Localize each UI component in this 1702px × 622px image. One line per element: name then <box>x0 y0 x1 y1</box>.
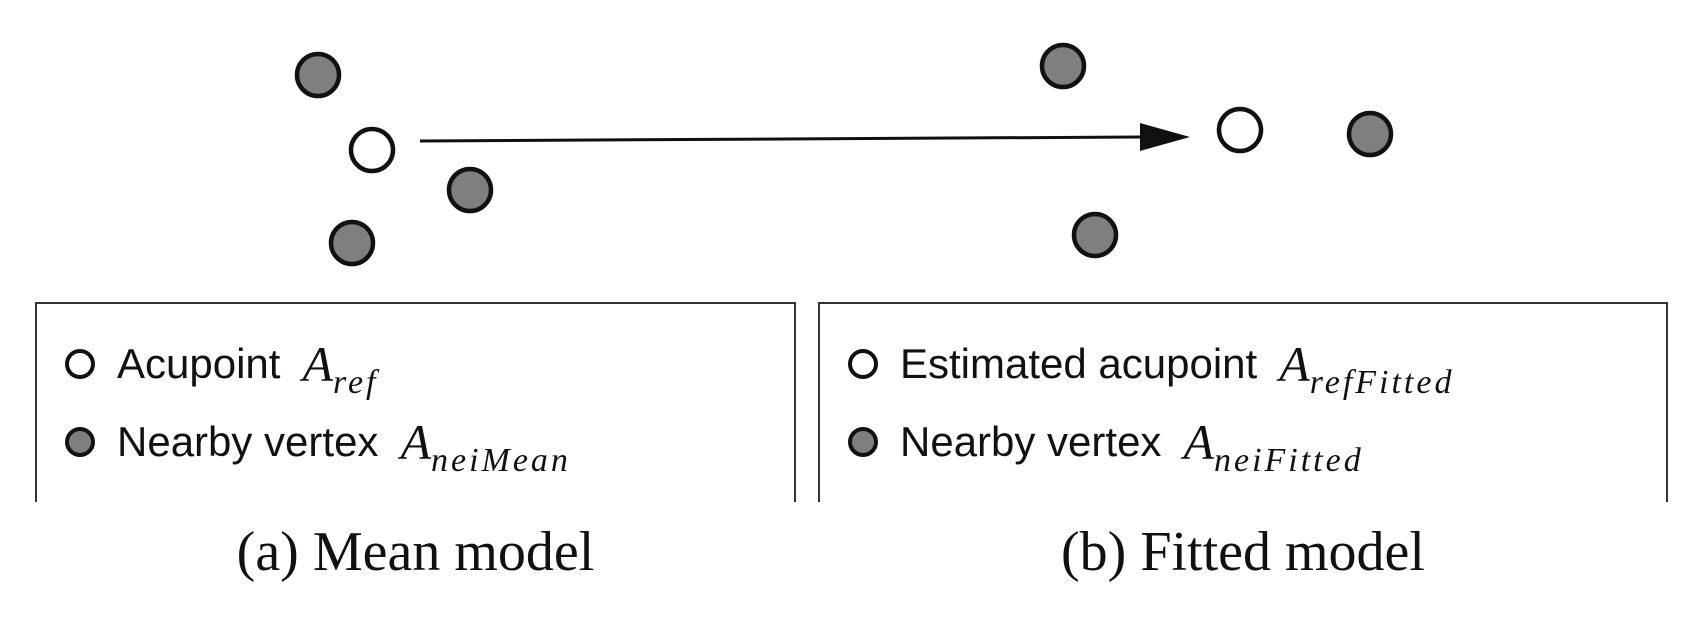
mean-nearby-vertex-2 <box>446 166 494 214</box>
fitted-nearby-vertex-1 <box>1039 42 1087 90</box>
legend-row-nearby-vertex: Nearby vertex AneiFitted <box>848 412 1364 478</box>
arrowhead <box>1140 123 1190 151</box>
math-subscript: neiMean <box>430 442 571 479</box>
math-base: A <box>400 414 431 470</box>
caption-fitted-model: (b) Fitted model <box>1061 521 1425 583</box>
math-base: A <box>302 336 333 392</box>
mean-nearby-vertex-1 <box>294 51 342 99</box>
legend-row-estimated-acupoint: Estimated acupoint ArefFitted <box>848 334 1454 400</box>
caption-mean-model: (a) Mean model <box>236 521 595 583</box>
mean-model-points <box>294 51 494 267</box>
math-subscript: ref <box>333 364 379 401</box>
math-base: A <box>1279 336 1310 392</box>
empty-circle-icon <box>65 349 95 379</box>
mean-nearby-vertex-3 <box>328 219 376 267</box>
empty-circle-icon <box>848 349 878 379</box>
legend-label: Nearby vertex <box>900 418 1162 465</box>
math-subscript: neiFitted <box>1213 442 1364 479</box>
legend-label: Acupoint <box>117 340 281 387</box>
legend-label: Estimated acupoint <box>900 340 1258 387</box>
legend-fitted-model: Estimated acupoint ArefFitted Nearby ver… <box>818 302 1668 502</box>
filled-circle-icon <box>65 427 95 457</box>
math-symbol: AneiFitted <box>1183 413 1363 478</box>
mapping-arrow <box>419 123 1190 151</box>
math-symbol: ArefFitted <box>1279 335 1454 400</box>
mean-acupoint <box>348 126 396 174</box>
fitted-model-points <box>1039 42 1394 259</box>
legend-mean-model: Acupoint Aref Nearby vertex AneiMean <box>35 302 796 502</box>
fitted-acupoint <box>1216 106 1264 154</box>
legend-row-acupoint: Acupoint Aref <box>65 334 379 400</box>
legend-row-nearby-vertex: Nearby vertex AneiMean <box>65 412 571 478</box>
math-subscript: refFitted <box>1309 364 1455 401</box>
fitted-nearby-vertex-3 <box>1071 211 1119 259</box>
math-symbol: AneiMean <box>400 413 571 478</box>
legend-label: Nearby vertex <box>117 418 379 465</box>
filled-circle-icon <box>848 427 878 457</box>
math-base: A <box>1183 414 1214 470</box>
fitted-nearby-vertex-2 <box>1346 110 1394 158</box>
math-symbol: Aref <box>302 335 378 400</box>
